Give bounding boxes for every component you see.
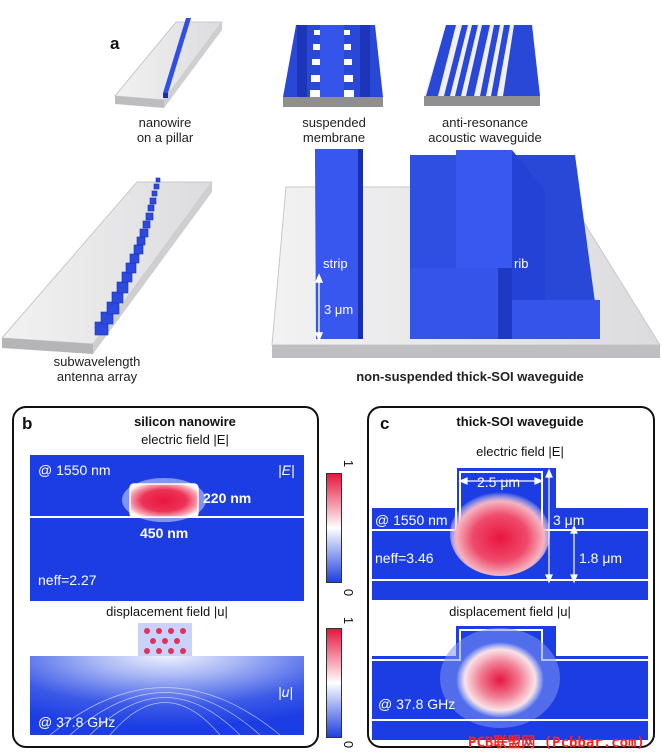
b-displacement-corner: |u| <box>278 684 294 700</box>
thick-soi-illustration <box>271 149 661 358</box>
panel-b-electric-title: electric field |E| <box>141 432 229 447</box>
panel-a-illustrations <box>0 18 661 358</box>
colorbar-e-max: 1 <box>341 459 357 468</box>
panel-b-letter: b <box>22 414 33 433</box>
nanowire-label: nanowire on a pillar <box>136 115 194 145</box>
panel-c-electric-title: electric field |E| <box>476 444 564 459</box>
antiresonance-illustration <box>424 25 540 106</box>
colorbar-displacement <box>326 628 342 738</box>
thick-soi-label: non-suspended thick-SOI waveguide <box>356 369 584 384</box>
colorbar-e-min: 0 <box>341 588 357 597</box>
watermark: PCB联盟网 (Pcbbar.com) <box>468 735 645 751</box>
height-label: 3 μm <box>324 302 354 317</box>
panel-b-title: silicon nanowire <box>134 414 236 429</box>
b-electric-corner: |E| <box>278 462 295 478</box>
panel-c-title: thick-SOI waveguide <box>456 414 584 429</box>
strip-label: strip <box>323 256 348 271</box>
c-frequency: @ 37.8 GHz <box>378 696 456 712</box>
b-neff: neff=2.27 <box>38 572 97 588</box>
panel-a-letter: a <box>110 34 120 53</box>
subwavelength-label: subwavelength antenna array <box>53 354 141 384</box>
c-wavelength: @ 1550 nm <box>375 512 448 528</box>
membrane-illustration <box>283 25 383 107</box>
c-neff: neff=3.46 <box>375 550 434 566</box>
subwavelength-illustration <box>0 177 213 354</box>
c-height: 3 μm <box>553 512 585 528</box>
c-slab: 1.8 μm <box>579 550 623 566</box>
b-frequency: @ 37.8 GHz <box>38 714 116 730</box>
rib-label: rib <box>514 256 529 271</box>
membrane-label: suspended membrane <box>302 115 366 145</box>
height-arrow <box>314 273 324 342</box>
panel-b-fields <box>30 455 304 735</box>
colorbar-electric <box>326 473 342 583</box>
b-height: 220 nm <box>203 490 252 506</box>
antiresonance-label: anti-resonance acoustic waveguide <box>428 115 542 145</box>
c-displacement-title: displacement field |u| <box>449 604 571 619</box>
panel-c-letter: c <box>380 414 390 433</box>
b-displacement-title: displacement field |u| <box>106 604 228 619</box>
colorbar-u-max: 1 <box>341 616 357 625</box>
nanowire-illustration <box>114 18 223 108</box>
colorbar-u-min: 0 <box>341 740 357 749</box>
b-width: 450 nm <box>140 525 189 541</box>
c-width: 2.5 μm <box>477 474 521 490</box>
b-wavelength: @ 1550 nm <box>38 462 111 478</box>
panel-c-fields <box>372 468 648 740</box>
